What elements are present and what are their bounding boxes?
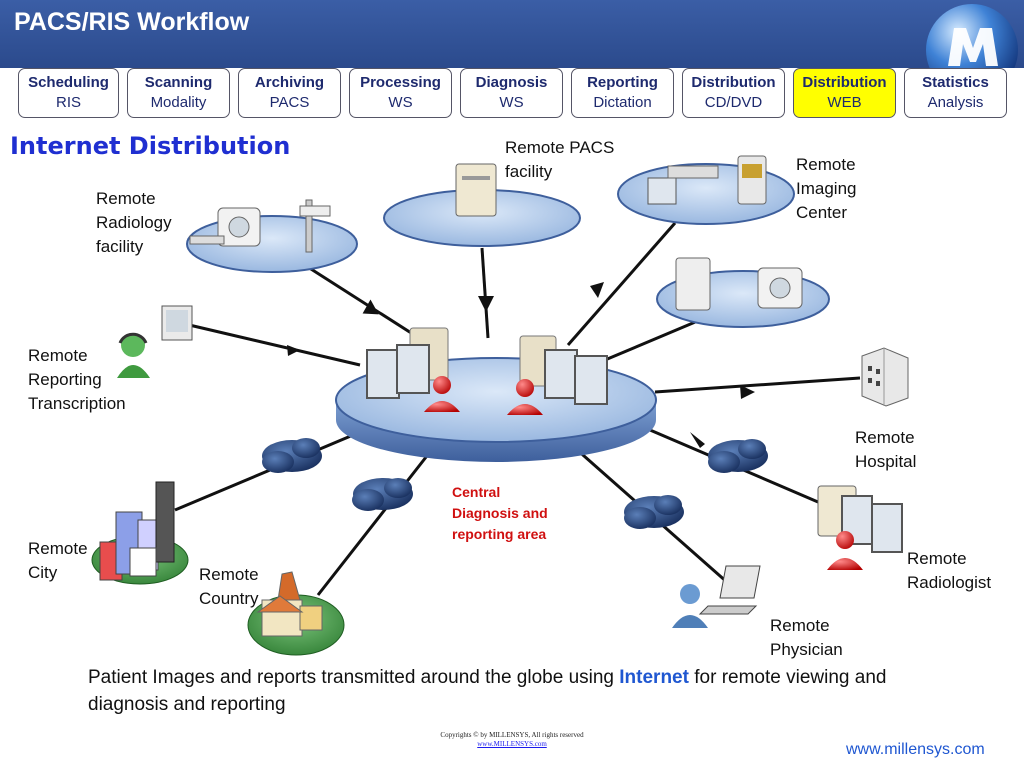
tab-scheduling-ris[interactable]: Scheduling RIS: [18, 68, 119, 118]
tab-sublabel: Modality: [150, 94, 207, 111]
tab-scanning-modality[interactable]: Scanning Modality: [127, 68, 230, 118]
remote-pacs-platform: [383, 163, 581, 247]
caption-after: for remote viewing and diagnosis and rep…: [88, 667, 887, 715]
hospital-icon: [861, 347, 909, 407]
tab-distribution-cd-dvd[interactable]: Distribution CD/DVD: [682, 68, 785, 118]
tab-sublabel: WS: [388, 94, 413, 111]
tab-sublabel: WS: [499, 94, 524, 111]
tab-diagnosis-ws[interactable]: Diagnosis WS: [460, 68, 563, 118]
cloud-icon: [262, 438, 322, 473]
tab-distribution-web[interactable]: Distribution WEB: [793, 68, 896, 118]
remote-city-icon: [91, 481, 189, 585]
label-remote-reporting: Remote Reporting Transcription: [28, 346, 126, 413]
remote-physician-icon: [672, 565, 761, 628]
internet-clouds: [262, 438, 768, 529]
link-hospital: [654, 376, 861, 394]
tab-archiving-pacs[interactable]: Archiving PACS: [238, 68, 341, 118]
website-link[interactable]: www.millensys.com: [846, 741, 985, 758]
label-remote-hospital: Remote Hospital: [855, 428, 917, 471]
remote-imaging-platform-2: [656, 257, 830, 328]
copyright-text: Copyrights © by MILLENSYS, All rights re…: [440, 731, 584, 739]
label-remote-pacs: Remote PACS facility: [505, 138, 615, 181]
copyright-link[interactable]: www.MILLENSYS.com: [477, 740, 547, 748]
millensys-logo: [920, 4, 1020, 68]
tab-label: Processing: [360, 74, 441, 91]
tab-label: Scheduling: [28, 74, 109, 91]
cloud-icon: [352, 478, 413, 511]
label-remote-country: Remote Country: [199, 565, 259, 608]
remote-country-icon: [247, 571, 345, 656]
remote-radiology-platform: [186, 199, 358, 273]
cloud-icon: [708, 439, 768, 473]
label-remote-radiologist: Remote Radiologist: [907, 549, 992, 592]
link-imaging: [566, 222, 677, 346]
tab-label: Scanning: [144, 74, 213, 91]
remote-imaging-platform: [617, 155, 795, 225]
label-remote-city: Remote City: [28, 539, 88, 582]
remote-radiologist-icon: [817, 485, 903, 570]
central-platform: [335, 327, 657, 462]
arrowheads: [287, 282, 755, 448]
reporting-transcription-icon: [117, 305, 193, 378]
workflow-tabs: Scheduling RIS Scanning Modality Archivi…: [0, 68, 1024, 124]
tab-label: Reporting: [587, 74, 658, 91]
slide-title: PACS/RIS Workflow: [14, 8, 250, 36]
tab-sublabel: Analysis: [927, 94, 984, 111]
caption-highlight: Internet: [619, 667, 689, 688]
section-heading: Internet Distribution: [10, 132, 291, 160]
tab-label: Distribution: [802, 74, 887, 91]
label-remote-radiology: Remote Radiology facility: [96, 189, 172, 256]
link-radiology: [299, 260, 431, 347]
tab-sublabel: WEB: [827, 94, 862, 111]
tab-sublabel: Dictation: [593, 94, 652, 111]
tab-sublabel: CD/DVD: [704, 94, 763, 111]
link-imaging-2: [604, 318, 701, 362]
title-bar: PACS/RIS Workflow: [0, 0, 1024, 68]
tab-label: Archiving: [254, 74, 325, 91]
link-reporting: [184, 322, 361, 367]
tab-label: Diagnosis: [475, 74, 548, 91]
link-pacs: [480, 247, 490, 339]
tab-label: Statistics: [922, 74, 989, 91]
tab-statistics-analysis[interactable]: Statistics Analysis: [904, 68, 1007, 118]
tab-processing-ws[interactable]: Processing WS: [349, 68, 452, 118]
tab-label: Distribution: [691, 74, 776, 91]
tab-sublabel: PACS: [269, 94, 310, 111]
tab-reporting-dictation[interactable]: Reporting Dictation: [571, 68, 674, 118]
label-remote-physician: Remote Physician: [770, 616, 843, 659]
caption-text: Patient Images and reports transmitted a…: [88, 664, 948, 718]
cloud-icon: [624, 495, 684, 529]
label-remote-imaging: Remote Imaging Center: [796, 155, 857, 222]
tab-sublabel: RIS: [55, 94, 81, 111]
label-central-area: Central Diagnosis and reporting area: [452, 484, 548, 542]
link-country: [316, 451, 432, 596]
caption-before: Patient Images and reports transmitted a…: [88, 667, 620, 688]
